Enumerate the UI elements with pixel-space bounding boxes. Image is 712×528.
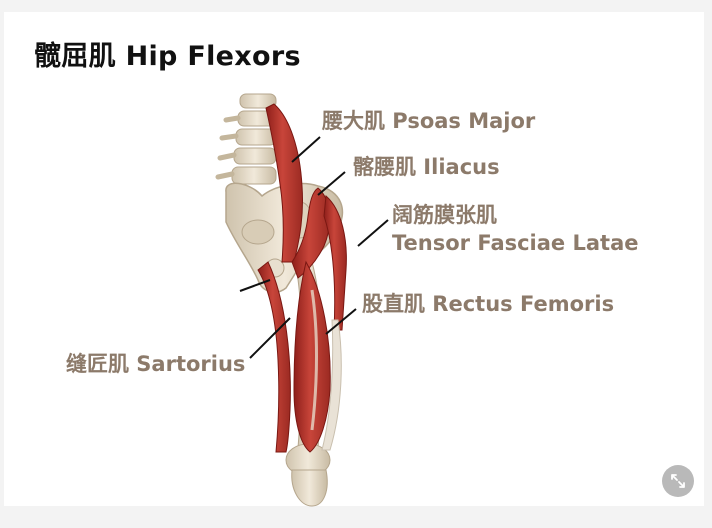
psoas-major-muscle <box>265 103 303 263</box>
label-rectus-femoris: 股直肌 Rectus Femoris <box>362 292 615 316</box>
psoas-major-leader-line <box>291 136 321 163</box>
expand-arrows-icon <box>671 474 685 488</box>
rectus-femoris-leader-line <box>325 308 357 335</box>
iliotibial-band <box>321 319 342 451</box>
leader-lines <box>239 136 389 359</box>
diagram-card <box>4 12 704 506</box>
label-tfl-en: Tensor Fasciae Latae <box>392 231 639 255</box>
page-title: 髋屈肌 Hip Flexors <box>34 41 301 72</box>
expand-button[interactable] <box>662 465 694 497</box>
sartorius-muscle <box>257 261 291 453</box>
pelvis-leader-line <box>239 279 271 292</box>
label-psoas-major: 腰大肌 Psoas Major <box>322 109 536 133</box>
label-iliacus: 髂腰肌 Iliacus <box>353 155 500 179</box>
label-tfl-cn: 阔筋膜张肌 <box>392 203 497 227</box>
iliacus-leader-line <box>317 171 346 196</box>
tfl-leader-line <box>357 219 389 247</box>
label-sartorius: 缝匠肌 Sartorius <box>66 352 246 376</box>
sartorius-leader-line <box>249 317 291 359</box>
